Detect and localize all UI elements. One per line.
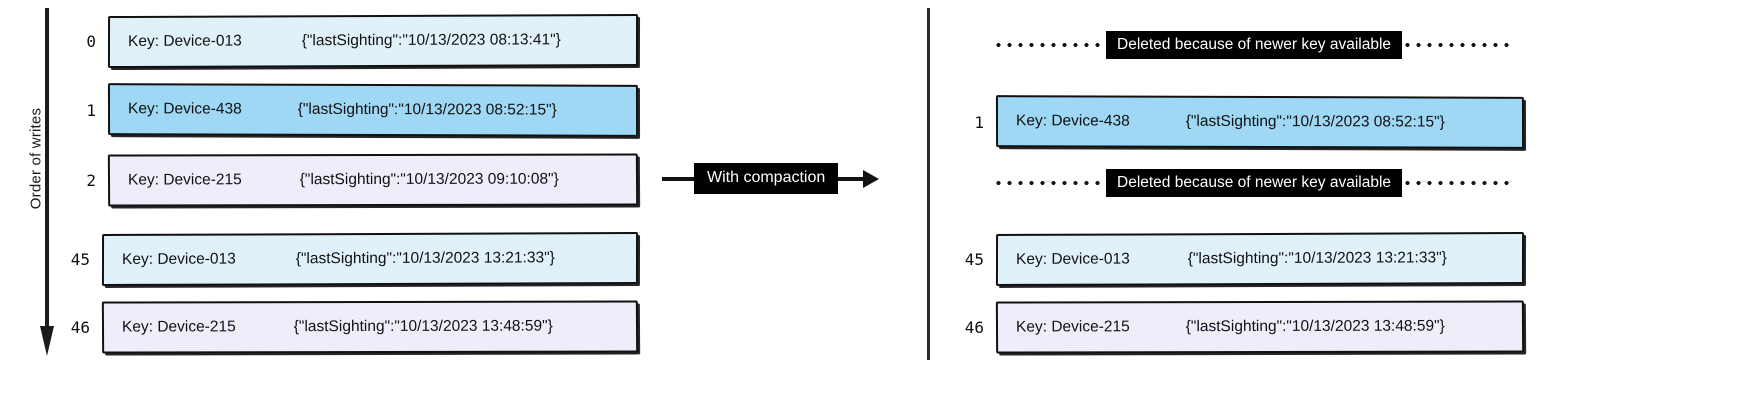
table-row: 1 Key: Device-438 {"lastSighting":"10/13… [62,83,639,137]
record-value: {"lastSighting":"10/13/2023 13:48:59"} [293,317,553,336]
write-index: 0 [86,31,96,51]
record-key: Key: Device-013 [121,250,236,268]
record-value: {"lastSighting":"10/13/2023 08:13:41"} [301,31,561,50]
write-index: 1 [86,100,96,120]
write-index: 46 [964,317,984,337]
record-key: Key: Device-438 [127,100,242,118]
write-index: 45 [70,249,90,269]
record-box[interactable]: Key: Device-438 {"lastSighting":"10/13/2… [995,95,1525,149]
record-value: {"lastSighting":"10/13/2023 13:21:33"} [295,249,555,268]
write-index: 45 [964,249,984,269]
write-index: 2 [86,170,96,190]
table-row: 45 Key: Device-013 {"lastSighting":"10/1… [950,231,1525,287]
dotted-line-left [993,181,1106,185]
panel-divider [927,8,930,360]
record-box[interactable]: Key: Device-215 {"lastSighting":"10/13/2… [101,300,639,354]
record-box[interactable]: Key: Device-215 {"lastSighting":"10/13/2… [995,300,1525,354]
record-box[interactable]: Key: Device-215 {"lastSighting":"10/13/2… [107,153,639,207]
table-row: 46 Key: Device-215 {"lastSighting":"10/1… [950,300,1525,354]
record-key: Key: Device-215 [121,318,236,336]
down-arrow-icon [40,8,54,356]
arrow-line [662,176,694,181]
write-index: 1 [974,112,984,132]
deleted-banner: Deleted because of newer key available [993,168,1516,198]
record-value: {"lastSighting":"10/13/2023 13:48:59"} [1185,317,1445,336]
record-box[interactable]: Key: Device-013 {"lastSighting":"10/13/2… [995,231,1525,287]
with-compaction-arrow: With compaction [662,163,880,194]
deleted-banner: Deleted because of newer key available [993,30,1516,60]
table-row: 2 Key: Device-215 {"lastSighting":"10/13… [62,153,639,207]
write-index: 46 [70,317,90,337]
record-value: {"lastSighting":"10/13/2023 13:21:33"} [1187,249,1447,268]
table-row: 45 Key: Device-013 {"lastSighting":"10/1… [56,231,639,287]
record-box[interactable]: Key: Device-438 {"lastSighting":"10/13/2… [107,83,639,137]
record-key: Key: Device-013 [127,32,242,50]
table-row: 0 Key: Device-013 {"lastSighting":"10/13… [62,13,639,69]
deleted-note-label: Deleted because of newer key available [1106,168,1403,198]
arrow-tail [838,176,865,181]
deleted-note-label: Deleted because of newer key available [1106,30,1403,60]
record-value: {"lastSighting":"10/13/2023 09:10:08"} [299,170,559,189]
record-key: Key: Device-215 [1015,318,1130,336]
record-key: Key: Device-215 [127,171,242,189]
record-value: {"lastSighting":"10/13/2023 08:52:15"} [1185,112,1445,131]
with-compaction-label: With compaction [694,163,839,194]
record-box[interactable]: Key: Device-013 {"lastSighting":"10/13/2… [101,231,639,287]
record-value: {"lastSighting":"10/13/2023 08:52:15"} [297,100,557,119]
record-key: Key: Device-013 [1015,250,1130,268]
table-row: 1 Key: Device-438 {"lastSighting":"10/13… [950,95,1525,149]
dotted-line-right [1402,43,1516,47]
table-row: 46 Key: Device-215 {"lastSighting":"10/1… [56,300,639,354]
record-box[interactable]: Key: Device-013 {"lastSighting":"10/13/2… [107,13,639,69]
dotted-line-right [1402,181,1516,185]
dotted-line-left [993,43,1106,47]
right-arrow-icon [863,169,880,188]
record-key: Key: Device-438 [1015,112,1130,130]
